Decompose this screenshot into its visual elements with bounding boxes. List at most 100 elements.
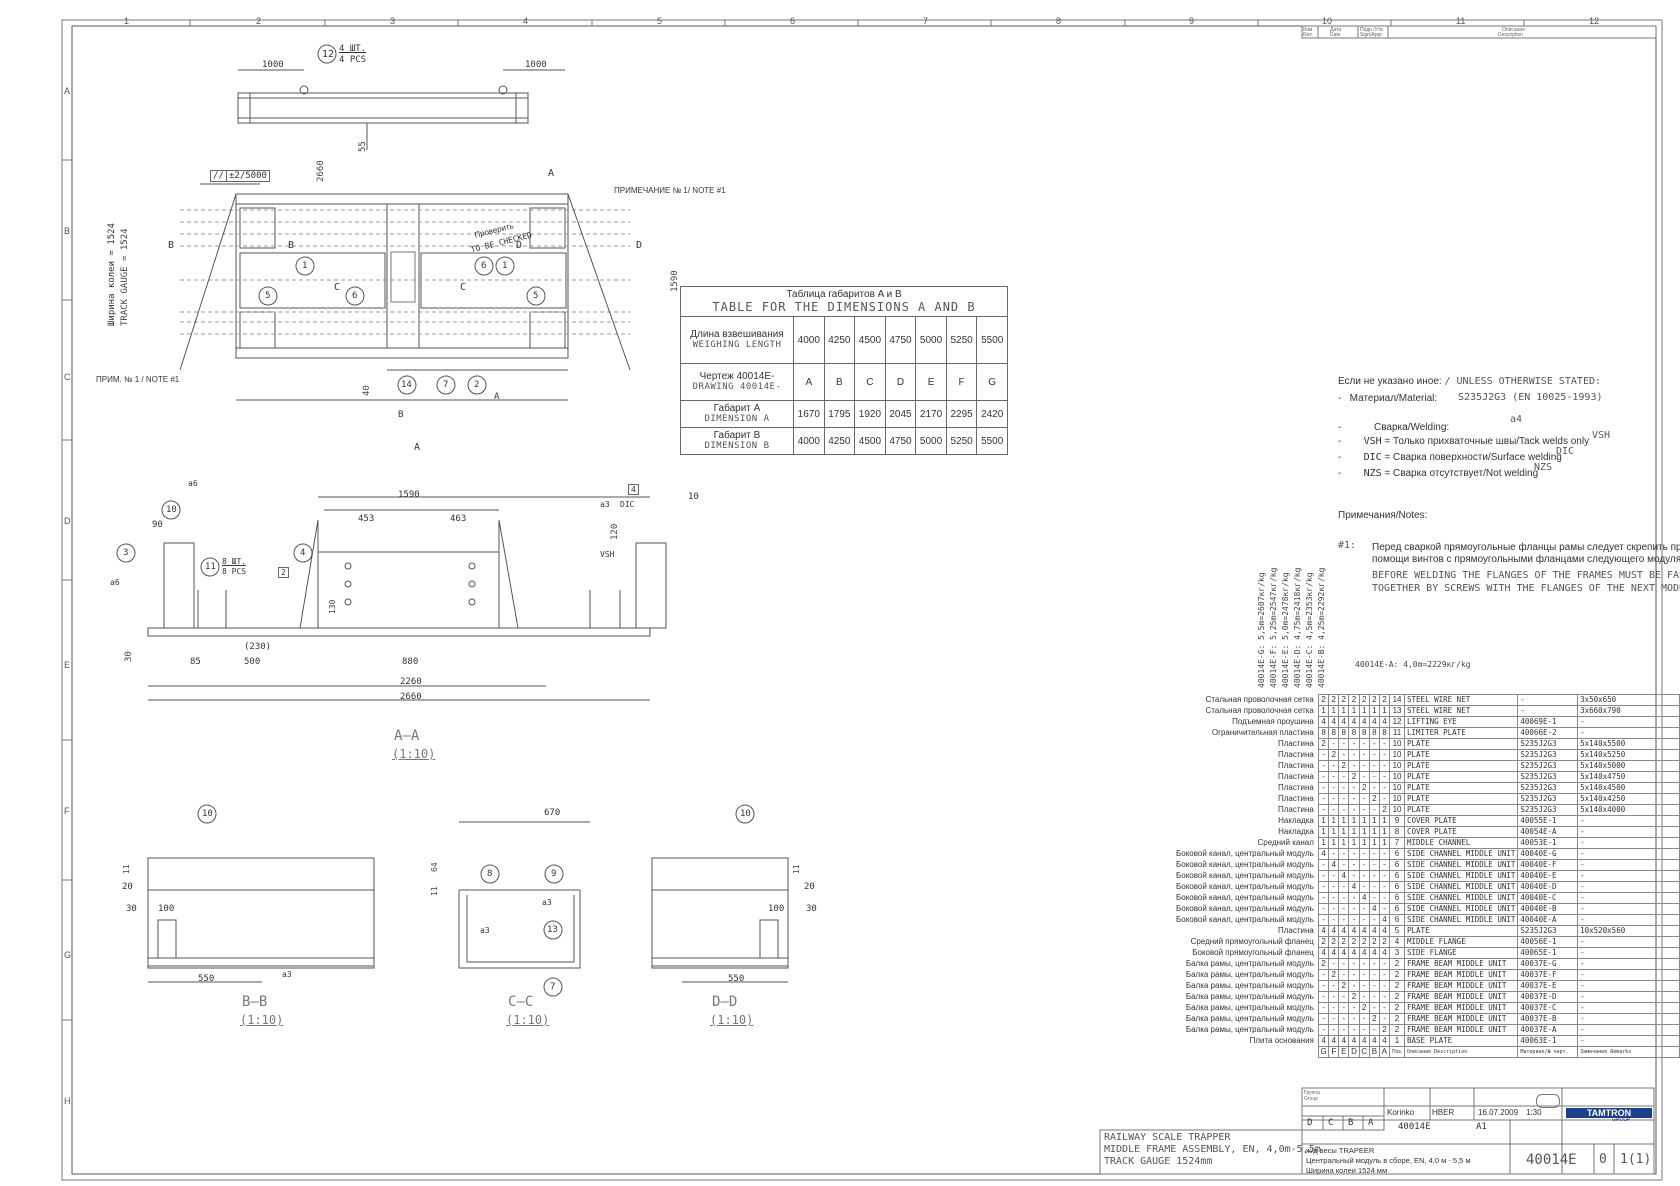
weld-symbol: a4 [1510,414,1523,425]
bom-qty: - [1378,1002,1391,1014]
bom-qty: - [1338,793,1350,805]
bom-qty: - [1338,859,1350,871]
zone-row-g: G [64,950,72,960]
bom-qty: 1 [1338,837,1350,849]
aa-dim-463: 463 [450,514,467,524]
bom-name-ru: Средний прямоугольный фланец [1190,937,1314,946]
bom-item: 2 [1389,980,1406,992]
bom-remarks: - [1577,716,1680,728]
bom-qty: 1 [1378,826,1391,838]
bom-row: Боковой канал, центральный модуль----4--… [1174,892,1680,904]
cc-balloon-13: 13 [547,925,558,935]
bom-row: Боковой канал, центральный модуль-4-----… [1174,859,1680,871]
bom-col-item-ru: Поз. [1392,1049,1403,1055]
row-label-en: DRAWING 40014E- [692,382,782,392]
vsh-line: - VSH = Только прихваточные швы/Tack wel… [1338,436,1590,447]
bom-qty: 1 [1348,837,1360,849]
bom-material: 40037E-B [1517,1013,1579,1025]
dimensions-table-title-ru: Таблица габаритов A и B [786,289,902,300]
bom-footer-rem: Замечания Remarks [1577,1046,1680,1058]
note1-left-label: ПРИМ. № 1 / NOTE #1 [96,375,180,384]
bom-name-ru: Боковой канал, центральный модуль [1176,849,1314,858]
plan-balloon-1b: 1 [502,261,508,271]
bb-weld: a3 [282,970,292,979]
bom-qty: - [1338,903,1350,915]
bom-qty: 2 [1317,738,1330,750]
bom-qty: 4 [1338,947,1350,959]
section-mark-b-left: B [168,240,175,251]
bom-item: 10 [1389,782,1406,794]
bom-qty: 1 [1348,705,1360,717]
bom-qty: - [1328,1002,1340,1014]
bom-name-ru: Пластина [1278,761,1314,770]
bom-col-rem-ru: Замечания [1580,1049,1608,1055]
bom-material: 40055E-1 [1517,815,1579,827]
bom-qty: - [1338,914,1350,926]
bom-qty: - [1368,1024,1380,1036]
bom-qty: - [1378,771,1391,783]
bom-qty: - [1348,760,1360,772]
bom-qty: 8 [1328,727,1340,739]
aa-weld-a6-top: a6 [188,479,198,488]
zone-col-3: 3 [390,16,396,26]
bom-qty: 2 [1317,694,1330,706]
bom-qty: - [1368,991,1380,1003]
bb-scale: (1:10) [240,1013,284,1027]
row-label-en: WEIGHING LENGTH [692,340,782,350]
bom-qty: - [1338,738,1350,750]
title-en-line-3: TRACK GAUGE 1524mm [1104,1156,1213,1167]
bom-qty: - [1368,771,1380,783]
bb-title: B—B [242,994,268,1010]
table-cell: C [854,363,886,401]
bom-name-ru: Балка рамы, центральный модуль [1185,1014,1314,1023]
dd-dim-30: 30 [806,904,817,914]
bom-material: 40040E-G [1517,848,1579,860]
bom-footer-item: Поз. [1389,1046,1406,1058]
bom-qty: - [1338,848,1350,860]
drawing-number: 40014E [1526,1152,1577,1168]
table-cell: 2045 [884,400,917,428]
dic-symbol: DIC [1556,446,1575,457]
bom-item: 1 [1389,1035,1406,1047]
aa-scale: (1:10) [392,747,436,761]
bom-qty: 2 [1317,936,1330,948]
bom-name-ru: Пластина [1278,794,1314,803]
bom-item: 10 [1389,804,1406,816]
bom-qty: - [1378,848,1391,860]
bb-balloon-10: 10 [202,809,213,819]
section-mark-d-left: D [516,240,523,251]
bom-qty: 2 [1368,1013,1380,1025]
bom-qty: - [1368,870,1380,882]
bom-material: 40056E-1 [1517,936,1579,948]
bom-material: 40037E-E [1517,980,1579,992]
table-cell: 4250 [823,427,856,455]
bom-qty: 1 [1317,705,1330,717]
bom-remarks: - [1577,881,1680,893]
nzs-line: - NZS = Сварка отсутствует/Not welding [1338,468,1539,479]
bom-qty: - [1378,991,1391,1003]
bom-item: 6 [1389,870,1406,882]
bom-qty: - [1317,870,1330,882]
bom-qty: - [1328,848,1340,860]
bom-qty: - [1317,793,1330,805]
bom-material: 40037E-G [1517,958,1579,970]
vsh-text: = Только прихваточные швы/Tack welds onl… [1384,436,1590,447]
bom-qty: - [1338,892,1350,904]
bom-name-ru: Подъемная проушина [1232,717,1314,726]
nzs-symbol: NZS [1534,462,1553,473]
cc-dim-64: 64 [430,862,439,872]
bom-qty: 1 [1317,815,1330,827]
bom-qty: - [1348,892,1360,904]
bom-item: 8 [1389,826,1406,838]
bom-description: BASE PLATE [1404,1035,1519,1047]
bom-qty: 8 [1368,727,1380,739]
table-cell: 2420 [976,400,1008,428]
aa-dim-130: 130 [328,599,337,614]
